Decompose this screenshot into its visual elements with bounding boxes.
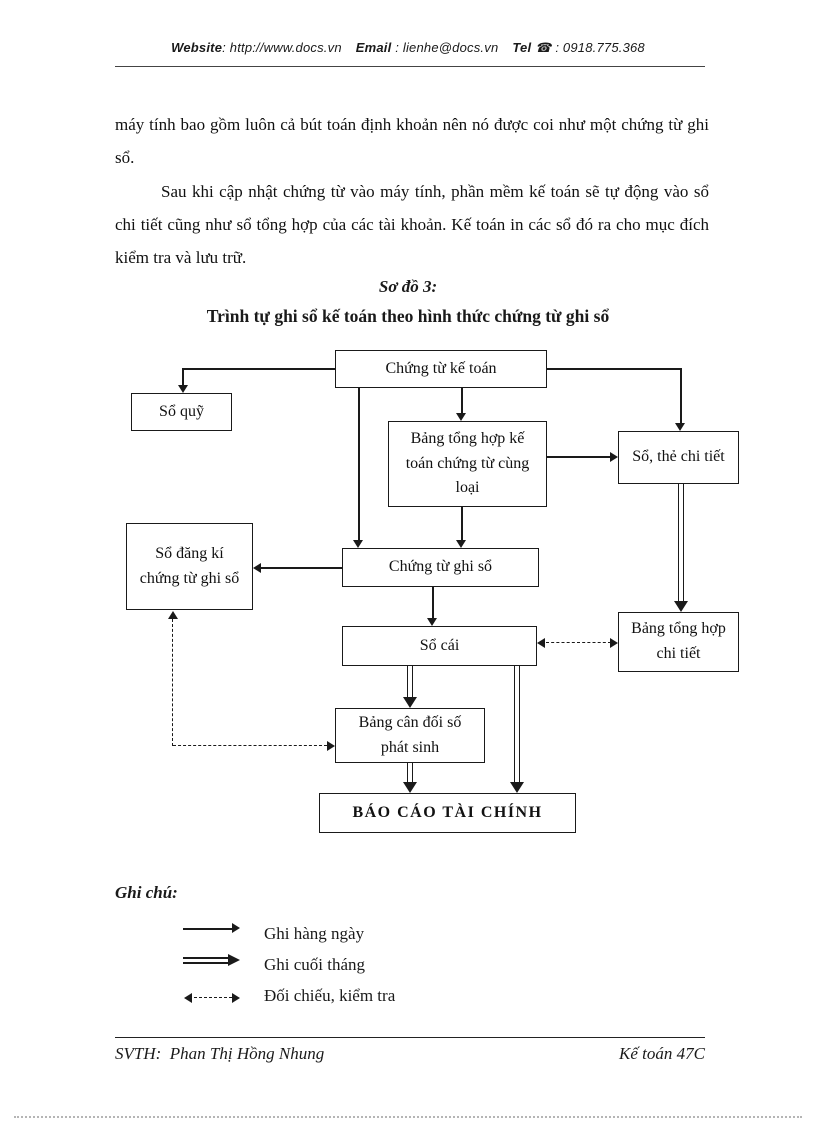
header-email-value: : lienhe@docs.vn — [395, 40, 499, 55]
box-chung-tu-ghi-so: Chứng từ ghi sổ — [342, 548, 539, 587]
legend-label-daily: Ghi hàng ngày — [264, 924, 365, 943]
line-ctkt-to-sothe-horizontal — [547, 368, 681, 370]
arrowhead-into-bangcandoi-icon — [403, 697, 417, 708]
arrowhead-into-ctgs-left-icon — [353, 540, 363, 548]
footer-divider — [115, 1037, 705, 1038]
arrowhead-into-sothe-left-icon — [610, 452, 618, 462]
arrowhead-into-bangtonghop-icon — [456, 413, 466, 421]
header-email-label: Email — [355, 40, 392, 55]
arrowhead-into-baocao-left-icon — [403, 782, 417, 793]
box-so-quy: Sổ quỹ — [131, 393, 232, 431]
legend-solid-arrow-icon — [183, 928, 232, 930]
legend-dashed-arrowhead-left-icon — [184, 993, 192, 1003]
line-ctkt-to-soquy-horizontal — [183, 368, 335, 370]
line-bangtonghop-to-ctgs-vertical — [461, 507, 463, 541]
page-header: Website: http://www.docs.vn Email : lienh… — [0, 40, 816, 56]
legend-label-check: Đối chiếu, kiểm tra — [264, 986, 396, 1005]
box-so-dang-ki: Sổ đăng kí chứng từ ghi sổ — [126, 523, 253, 610]
legend-solid-arrowhead-icon — [232, 923, 240, 933]
line-ctkt-to-ctgs-vertical — [358, 388, 360, 541]
legend-dashed-arrow-icon — [194, 997, 232, 998]
doubleline-sothe-to-bthct — [678, 484, 684, 602]
dashline-socai-bthct — [546, 642, 611, 643]
box-bang-can-doi: Bảng cân đối số phát sinh — [335, 708, 485, 763]
arrowhead-check-into-bthct-icon — [610, 638, 618, 648]
box-so-cai: Sổ cái — [342, 626, 537, 666]
arrowhead-into-baocao-right-icon — [510, 782, 524, 793]
legend-double-arrow-icon — [183, 957, 228, 964]
arrowhead-into-soquy-icon — [178, 385, 188, 393]
line-ctkt-to-soquy-vertical — [182, 368, 184, 386]
legend-label-monthly: Ghi cuối tháng — [264, 955, 366, 974]
doubleline-bangcandoi-to-baocao — [407, 763, 413, 783]
paragraph-1: máy tính bao gồm luôn cả bút toán định k… — [115, 115, 709, 167]
legend-double-arrowhead-icon — [228, 954, 240, 966]
line-ctkt-to-bangtonghop-vertical — [461, 388, 463, 414]
paragraph-2: Sau khi cập nhật chứng từ vào máy tính, … — [115, 182, 709, 267]
arrowhead-into-sothe-top-icon — [675, 423, 685, 431]
arrowhead-into-sodangki-icon — [253, 563, 261, 573]
box-bao-cao-tai-chinh: BÁO CÁO TÀI CHÍNH — [319, 793, 576, 833]
line-ctgs-to-socai-vertical — [432, 587, 434, 619]
arrowhead-check-into-socai-icon — [537, 638, 545, 648]
legend-title: Ghi chú: — [115, 883, 178, 902]
header-website-label: Website — [171, 40, 223, 55]
doubleline-socai-to-baocao — [514, 666, 520, 783]
diagram-title: Trình tự ghi sổ kế toán theo hình thức c… — [206, 306, 610, 326]
dashline-to-bangcandoi-horizontal — [173, 745, 327, 746]
line-bangtonghop-to-sothe-horizontal — [547, 456, 611, 458]
arrowhead-into-bthct-icon — [674, 601, 688, 612]
header-divider — [115, 66, 705, 67]
dashline-sodangki-vertical — [172, 619, 173, 746]
phone-icon: ☎ — [535, 40, 552, 55]
diagram-caption: Sơ đồ 3: — [378, 277, 438, 296]
box-so-the-chi-tiet: Sổ, thẻ chi tiết — [618, 431, 739, 484]
line-ctgs-to-sodangki-horizontal — [260, 567, 342, 569]
box-bang-tong-hop-cung-loai: Bảng tổng hợp kế toán chứng từ cùng loại — [388, 421, 547, 507]
line-ctkt-to-sothe-vertical — [680, 368, 682, 424]
arrowhead-into-socai-icon — [427, 618, 437, 626]
doubleline-socai-to-bangcandoi — [407, 666, 413, 698]
header-tel-label: Tel — [512, 40, 532, 55]
footer-author: SVTH: Phan Thị Hồng Nhung — [115, 1044, 325, 1063]
box-bang-tong-hop-chi-tiet: Bảng tổng hợp chi tiết — [618, 612, 739, 672]
arrowhead-check-into-bangcandoi-icon — [327, 741, 335, 751]
box-chung-tu-ke-toan: Chứng từ kế toán — [335, 350, 547, 388]
header-tel-value: : 0918.775.368 — [555, 40, 645, 55]
arrowhead-check-into-sodangki-icon — [168, 611, 178, 619]
arrowhead-into-ctgs-right-icon — [456, 540, 466, 548]
legend-dashed-arrowhead-right-icon — [232, 993, 240, 1003]
header-website-value: : http://www.docs.vn — [222, 40, 342, 55]
page-bottom-dotted-line — [14, 1116, 802, 1118]
footer-class: Kế toán 47C — [619, 1044, 705, 1063]
